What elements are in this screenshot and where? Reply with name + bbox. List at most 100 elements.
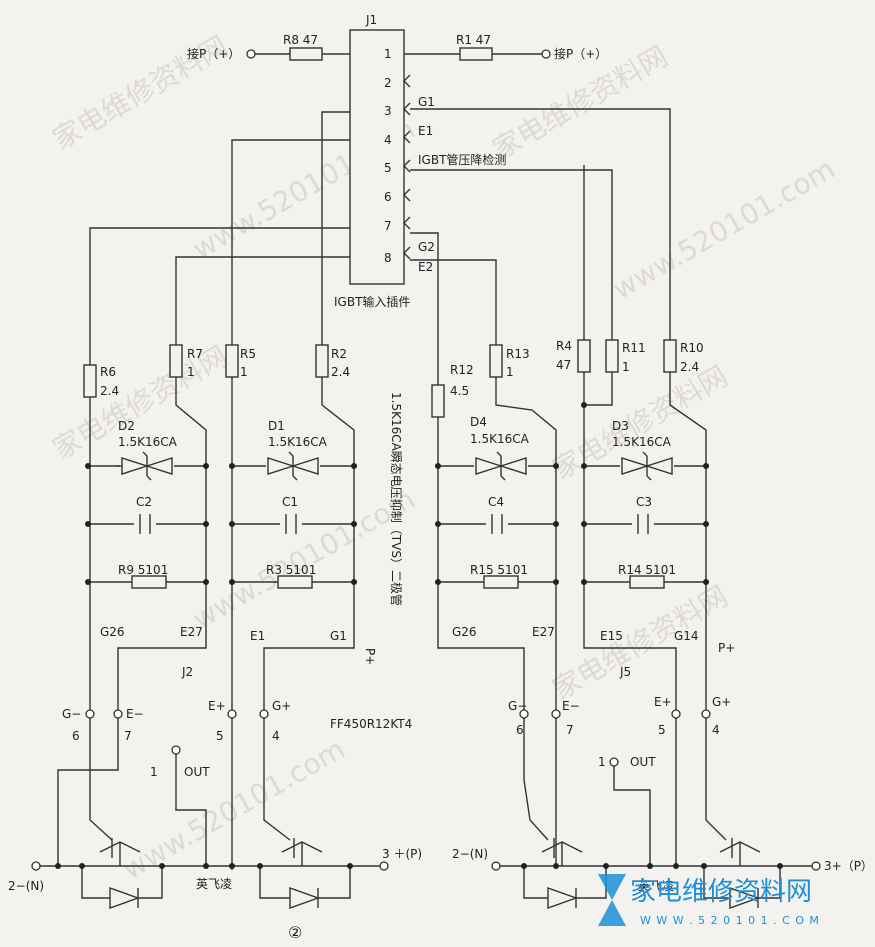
- res-r9-label: R9 5101: [118, 563, 168, 577]
- resistor-r10-value: 2.4: [680, 360, 699, 374]
- module-right-igbts: [541, 838, 761, 909]
- resistor-r6-value: 2.4: [100, 384, 119, 398]
- resistor-r10-name: R10: [680, 341, 704, 355]
- tvs-d2-name: D2: [118, 419, 135, 433]
- resistor-r5: [225, 344, 239, 378]
- module-right-pin-gm: [519, 709, 529, 719]
- module-left-pin-out: [171, 745, 181, 755]
- wire-g26-left: G26: [100, 625, 125, 639]
- module-left-igbts: [99, 838, 323, 909]
- tvs-d3-value: 1.5K16CA: [612, 435, 672, 449]
- resistor-r7-name: R7: [187, 347, 203, 361]
- cap-c1-label: C1: [282, 495, 298, 509]
- module-right-out: OUT: [630, 755, 656, 769]
- module-right-pin-em: [551, 709, 561, 719]
- pin-number: 4: [384, 133, 392, 147]
- pin-number: 2: [384, 76, 392, 90]
- terminal-p-left: [246, 49, 256, 59]
- resistor-r13-name: R13: [506, 347, 530, 361]
- resistor-r2-value: 2.4: [331, 365, 350, 379]
- connector-j1-caption: IGBT输入插件: [334, 294, 410, 309]
- module-left-pin-ep: [227, 709, 237, 719]
- wire-g14: G14: [674, 629, 699, 643]
- module-right-ep: E+: [654, 695, 672, 709]
- module-left-part: FF450R12KT4: [330, 717, 412, 731]
- tvs-d3-name: D3: [612, 419, 629, 433]
- wire-e27-left: E27: [180, 625, 203, 639]
- branch-d4: D4 1.5K16CA C4 R15 5101: [435, 415, 559, 589]
- module-left-p-label: 3 ＋(P): [382, 847, 422, 861]
- branch-d1: D1 1.5K16CA C1 R3 5101: [229, 419, 357, 589]
- module-left-n7: 7: [124, 729, 132, 743]
- j1-wiring: [89, 108, 671, 385]
- signal-vce-detect: IGBT管压降检测: [418, 152, 506, 167]
- signal-e2: E2: [418, 260, 433, 274]
- cap-c2-label: C2: [136, 495, 152, 509]
- module-left-n1: 1: [150, 765, 158, 779]
- resistor-r4-name: R4: [556, 339, 572, 353]
- junction-dot: [581, 402, 587, 408]
- resistor-r6: [83, 364, 97, 398]
- module-right-em: E−: [562, 699, 580, 713]
- module-right-n1: 1: [598, 755, 606, 769]
- terminal-p-right-label: 接P（+）: [554, 46, 607, 61]
- cap-c3-label: C3: [636, 495, 652, 509]
- branch-d2: D2 1.5K16CA C2 R9 5101: [85, 419, 209, 589]
- resistor-r7: [169, 344, 183, 378]
- resistor-r2-name: R2: [331, 347, 347, 361]
- module-left-ep: E+: [208, 699, 226, 713]
- module-left-n6: 6: [72, 729, 80, 743]
- module-left-n4: 4: [272, 729, 280, 743]
- resistor-r8-label: R8 47: [283, 33, 318, 47]
- pplus-right: P+: [718, 641, 735, 655]
- module-left-pin-em: [113, 709, 123, 719]
- pin-number: 6: [384, 190, 392, 204]
- module-left-em: E−: [126, 707, 144, 721]
- module-left-gp: G+: [272, 699, 291, 713]
- module-right-wiring: [437, 640, 812, 899]
- res-r15-label: R15 5101: [470, 563, 528, 577]
- pin-number: 3: [384, 104, 392, 118]
- module-right-pin-gp: [701, 709, 711, 719]
- module-right-n5: 5: [658, 723, 666, 737]
- terminal-p-right: [541, 49, 551, 59]
- wire-e15: E15: [600, 629, 623, 643]
- resistor-r8: [289, 47, 323, 61]
- resistor-r5-name: R5: [240, 347, 256, 361]
- resistor-r12-name: R12: [450, 363, 474, 377]
- module-right-pin-out: [609, 757, 619, 767]
- resistor-r13-value: 1: [506, 365, 514, 379]
- watermark: www.520101.com: [607, 152, 841, 306]
- tvs-d1-name: D1: [268, 419, 285, 433]
- module-right-gm: G−: [508, 699, 527, 713]
- resistor-r11: [605, 339, 619, 373]
- pin-chevrons: [403, 74, 411, 260]
- resistor-r12: [431, 384, 445, 418]
- module-right-n6: 6: [516, 723, 524, 737]
- brand-logo-text: 家电维修资料网: [630, 877, 812, 907]
- module-left-out: OUT: [184, 765, 210, 779]
- figure-number: ②: [288, 923, 302, 942]
- resistor-r11-name: R11: [622, 341, 646, 355]
- tvs-d2-value: 1.5K16CA: [118, 435, 178, 449]
- wire-e27-right: E27: [532, 625, 555, 639]
- terminal-p-left-label: 接P（+）: [187, 46, 240, 61]
- module-right-n4: 4: [712, 723, 720, 737]
- pin-number: 5: [384, 161, 392, 175]
- resistor-r12-value: 4.5: [450, 384, 469, 398]
- resistor-r10: [663, 339, 677, 373]
- watermark: www.520101.com: [187, 482, 421, 636]
- pin-number: 1: [384, 47, 392, 61]
- module-right-terminal-n: [491, 861, 501, 871]
- resistor-r1: [459, 47, 493, 61]
- branch-d3: D3 1.5K16CA C3 R14 5101: [581, 419, 709, 589]
- connector-j1-title: J1: [365, 13, 377, 27]
- signal-g1: G1: [418, 95, 435, 109]
- connector-j1: [349, 29, 405, 285]
- module-left-wiring: [40, 640, 380, 899]
- module-left-terminal-p: [379, 861, 389, 871]
- resistor-r13: [489, 344, 503, 378]
- pin-number: 7: [384, 219, 392, 233]
- wire-g1: G1: [330, 629, 347, 643]
- module-right-connector: J5: [619, 665, 631, 679]
